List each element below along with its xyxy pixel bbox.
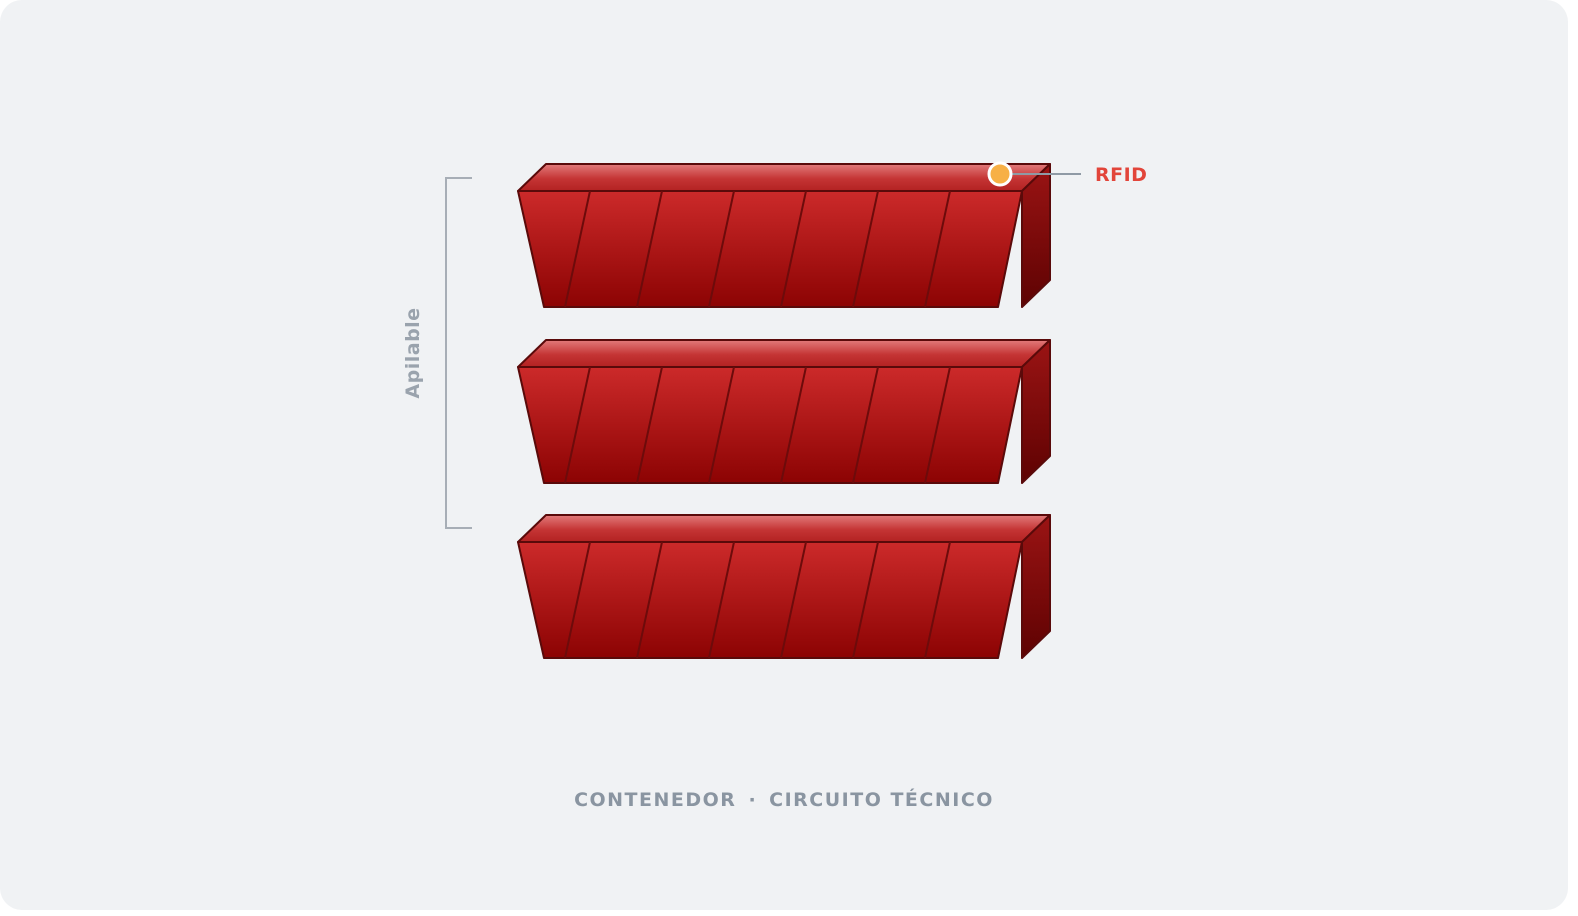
crate-rib [564,366,591,484]
crate-side [1021,339,1051,484]
rfid-callout: RFID [987,161,1147,187]
crates-layer [517,163,1051,659]
crate-bottom [517,514,1051,659]
crate-rib [852,541,879,659]
rfid-label: RFID [1095,164,1147,186]
crate-middle [517,339,1051,484]
crate-rib [924,190,951,308]
crate-rib [564,190,591,308]
caption-separator: · [748,789,758,811]
crate-rib [564,541,591,659]
stackable-label: Apilable [402,307,424,398]
diagram-caption: CONTENEDOR · CIRCUITO TÉCNICO [0,789,1568,811]
crate-rib [780,190,807,308]
crate-rib [636,541,663,659]
rfid-tag-marker [987,161,1013,187]
crate-rib [924,541,951,659]
crate-rib [636,366,663,484]
caption-circuit: CIRCUITO TÉCNICO [769,789,994,811]
crate-top [517,163,1051,308]
crate-rib [924,366,951,484]
crate-lid [517,514,1051,543]
crate-rib [708,190,735,308]
crate-side [1021,514,1051,659]
crate-rib [780,366,807,484]
crate-rib [708,541,735,659]
crate-rib [636,190,663,308]
crate-lid [517,163,1051,192]
crate-rib [780,541,807,659]
crate-rib [852,366,879,484]
crate-lid [517,339,1051,368]
crate-rib [852,190,879,308]
crate-rib [708,366,735,484]
caption-category: CONTENEDOR [574,789,737,811]
stackable-bracket: Apilable [402,177,472,529]
